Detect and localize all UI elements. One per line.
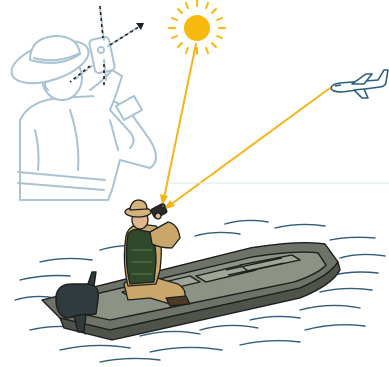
arrow-head <box>136 23 144 30</box>
sun-icon <box>169 0 225 54</box>
sketch-observer-figure <box>6 8 156 200</box>
observer-figure <box>124 200 190 306</box>
airplane-icon <box>331 70 388 98</box>
